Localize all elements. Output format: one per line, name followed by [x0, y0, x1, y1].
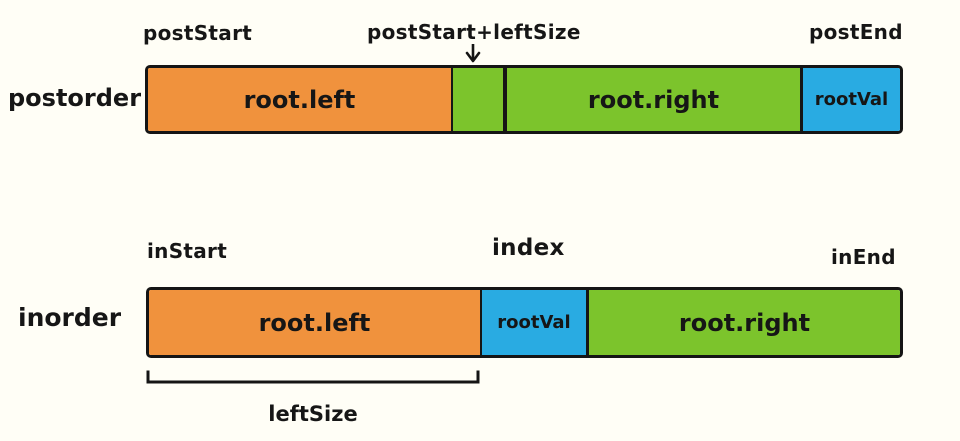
postorder-segment-root-right: root.right	[503, 68, 800, 131]
inorder-row-label: inorder	[18, 303, 122, 332]
inorder-inend-label: inEnd	[831, 245, 896, 269]
inorder-array-bar: root.left rootVal root.right	[146, 287, 903, 358]
leftsize-bracket-icon	[145, 370, 481, 389]
postorder-segment-root-left: root.left	[148, 68, 451, 131]
inorder-segment-root-right: root.right	[586, 290, 900, 355]
postorder-postend-label: postEnd	[809, 20, 903, 44]
down-arrow-icon	[464, 43, 482, 69]
postorder-segment-root-val: rootVal	[800, 68, 900, 131]
postorder-segment-right-subtree-first	[451, 68, 503, 131]
postorder-poststart-label: postStart	[143, 21, 253, 45]
postorder-row-label: postorder	[8, 84, 142, 112]
inorder-segment-root-val: rootVal	[480, 290, 586, 355]
postorder-poststart-plus-leftsize-label: postStart+leftSize	[367, 20, 581, 44]
postorder-array-bar: root.left root.right rootVal	[145, 65, 903, 134]
inorder-index-label: index	[492, 235, 565, 261]
leftsize-label: leftSize	[268, 402, 358, 426]
inorder-segment-root-left: root.left	[149, 290, 480, 355]
inorder-instart-label: inStart	[147, 239, 228, 263]
